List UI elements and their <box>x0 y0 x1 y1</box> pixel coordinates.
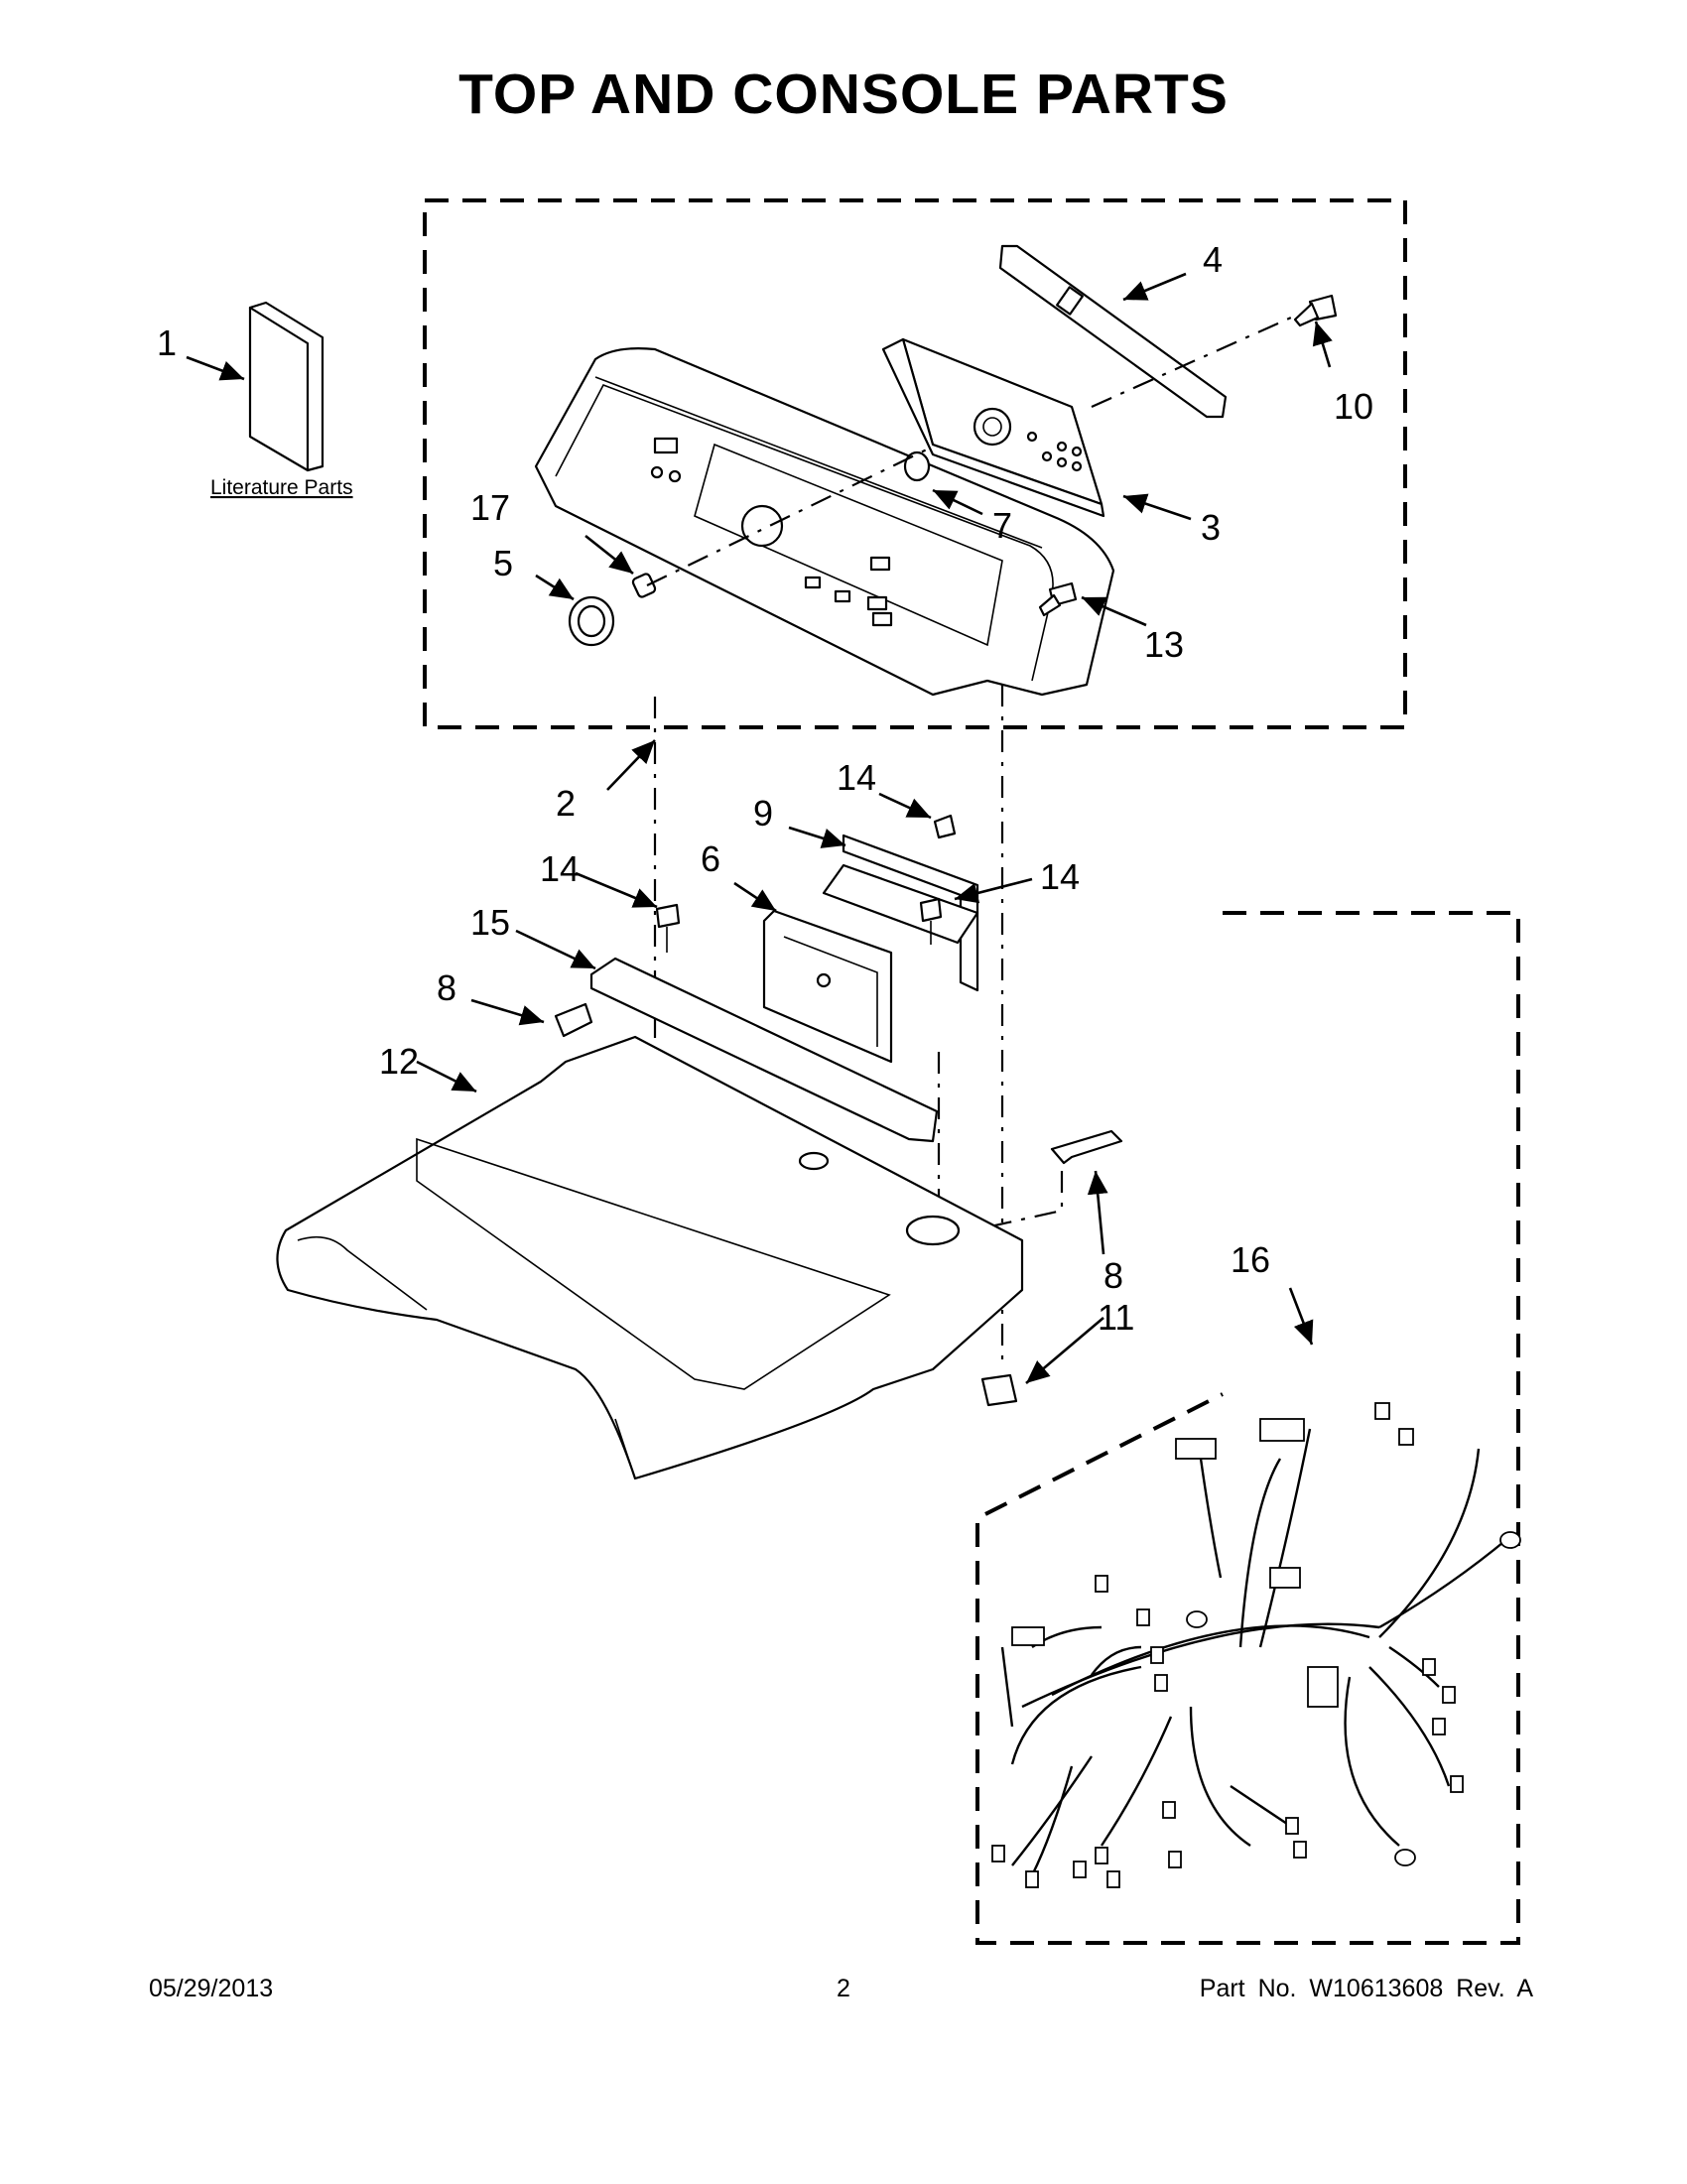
top-assembly-illustration <box>276 1035 1024 1480</box>
callout-14-left: 14 <box>540 848 580 889</box>
callout-8-right: 8 <box>1103 1255 1123 1296</box>
callout-1: 1 <box>157 322 177 363</box>
callout-17: 17 <box>470 487 510 528</box>
page-title: TOP AND CONSOLE PARTS <box>458 63 1229 126</box>
footer-part-number: Part No. W10613608 Rev. A <box>1199 1975 1533 2002</box>
callout-15: 15 <box>470 902 510 943</box>
callout-4: 4 <box>1203 239 1223 280</box>
callout-14-right: 14 <box>1040 856 1080 897</box>
callout-16: 16 <box>1231 1239 1270 1280</box>
harness-group-box <box>975 911 1520 1945</box>
callout-5: 5 <box>493 543 513 583</box>
callout-3: 3 <box>1201 507 1221 548</box>
callout-14-top: 14 <box>837 757 876 798</box>
knob-illustration <box>568 595 615 647</box>
callout-9: 9 <box>753 793 773 834</box>
callout-8-left: 8 <box>437 967 456 1008</box>
callout-11: 11 <box>1098 1297 1134 1338</box>
console-group-box <box>423 198 1407 729</box>
spacer-illustration <box>631 573 657 598</box>
callout-12: 12 <box>379 1041 419 1082</box>
clip-left-illustration <box>554 1002 593 1038</box>
literature-parts-illustration <box>248 301 324 472</box>
footer-date: 05/29/2013 <box>149 1975 274 2002</box>
hinge-bracket-illustration <box>589 957 939 1143</box>
callout-13: 13 <box>1144 624 1184 665</box>
foot-glide-illustration <box>980 1373 1018 1407</box>
footer-page-number: 2 <box>837 1975 850 2002</box>
user-interface-board-illustration <box>762 909 893 1064</box>
callout-2: 2 <box>556 783 576 824</box>
screw-illustration <box>1293 294 1338 327</box>
callout-10: 10 <box>1334 386 1373 427</box>
mounting-plate-illustration <box>998 244 1228 419</box>
wire-harness-illustration <box>991 1402 1521 1888</box>
control-board-illustration <box>881 337 1105 518</box>
console-panel-illustration <box>534 347 1115 697</box>
console-screw-illustration <box>1038 581 1078 617</box>
clip-right-illustration <box>1050 1129 1123 1165</box>
callout-7: 7 <box>992 505 1012 546</box>
literature-parts-label: Literature Parts <box>210 476 353 499</box>
callout-6: 6 <box>701 838 720 879</box>
screw-14-illustration <box>655 814 957 953</box>
encoder-ring-illustration <box>903 450 931 482</box>
